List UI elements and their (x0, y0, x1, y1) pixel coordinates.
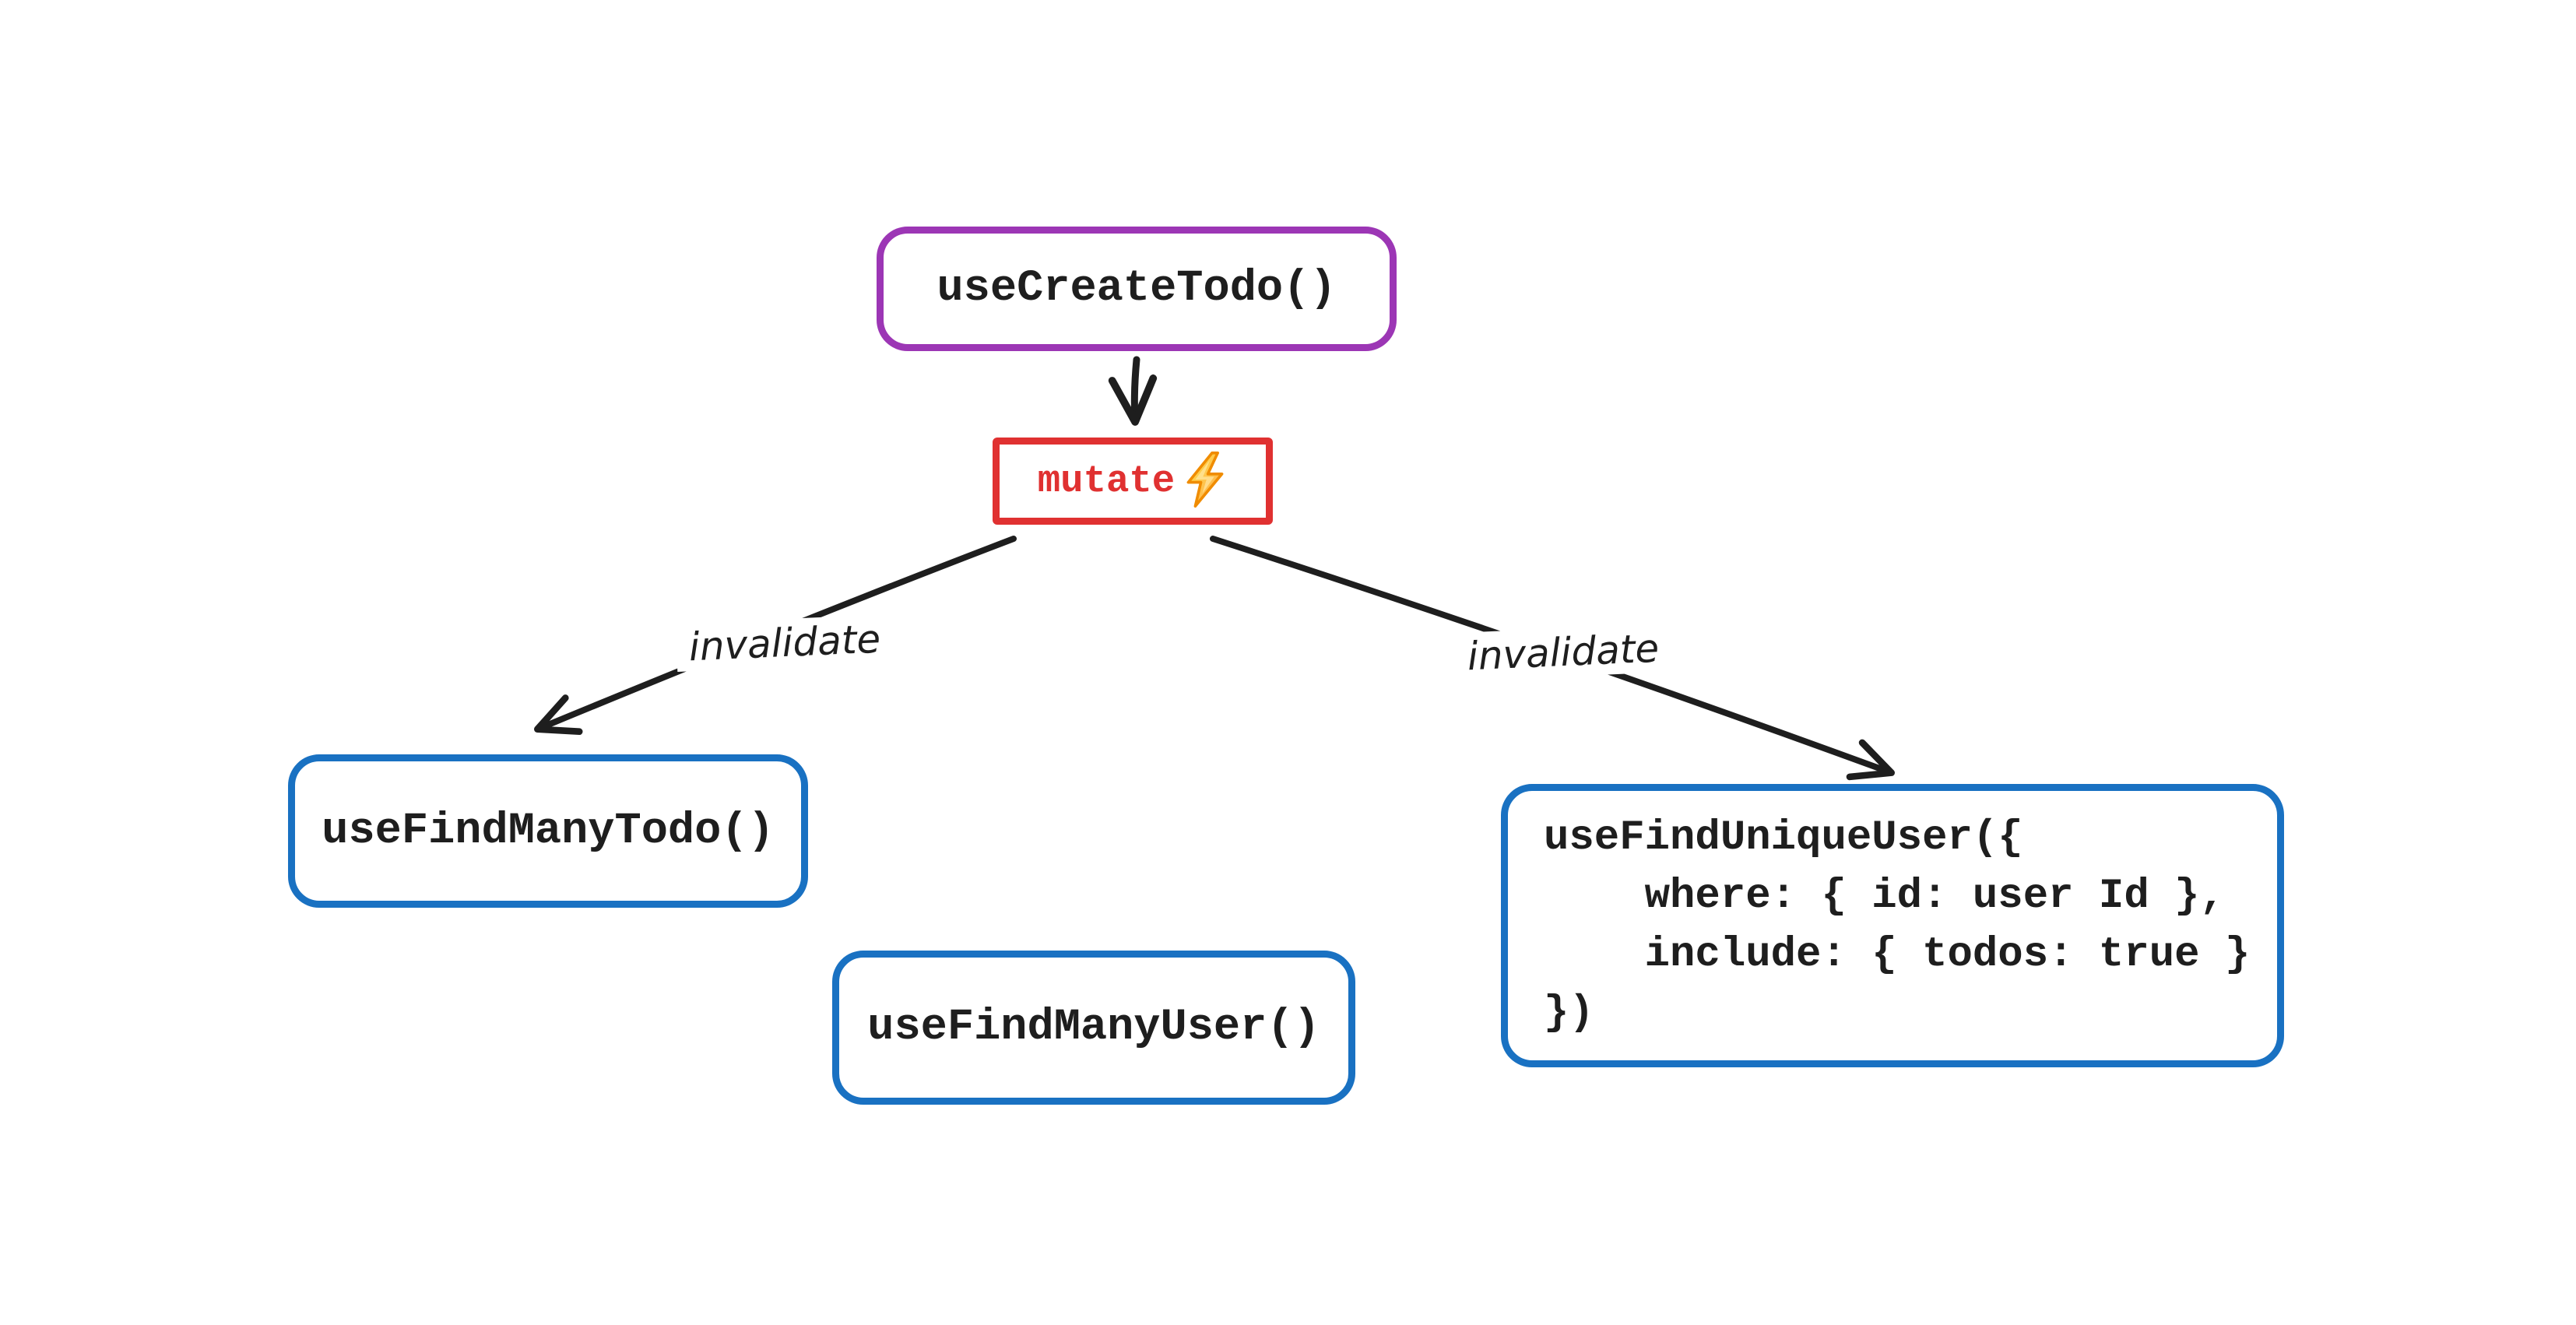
node-use-find-many-todo-label: useFindManyTodo() (322, 806, 775, 856)
node-use-create-todo: useCreateTodo() (877, 227, 1397, 351)
arrow-create-to-mutate (1108, 356, 1158, 426)
node-use-find-many-todo: useFindManyTodo() (288, 754, 808, 908)
code-line-3: include: { todos: true } (1544, 931, 2251, 979)
edge-label-invalidate-left: invalidate (675, 613, 894, 673)
node-use-find-many-user-label: useFindManyUser() (867, 1003, 1320, 1053)
code-line-1: useFindUniqueUser({ (1544, 814, 2023, 862)
node-mutate: mutate (993, 438, 1273, 525)
lightning-bolt-icon (1186, 452, 1224, 508)
edge-label-invalidate-right: invalidate (1453, 623, 1673, 682)
node-use-find-many-user: useFindManyUser() (832, 951, 1355, 1105)
code-line-2: where: { id: user Id }, (1544, 873, 2225, 920)
node-use-find-unique-user: useFindUniqueUser({ where: { id: user Id… (1501, 784, 2284, 1067)
code-line-4: }) (1544, 989, 1594, 1037)
node-mutate-label: mutate (1037, 459, 1176, 503)
node-use-create-todo-label: useCreateTodo() (937, 264, 1337, 314)
